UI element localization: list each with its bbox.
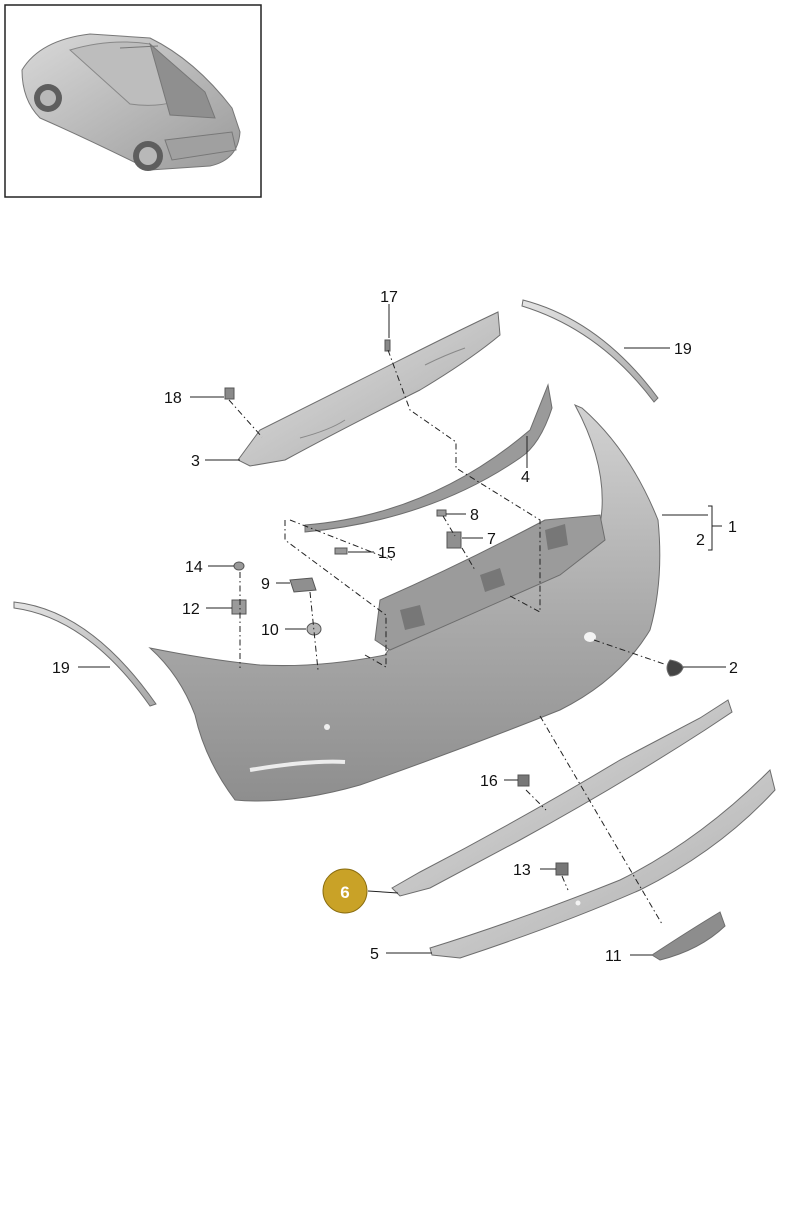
callout-17[interactable]: 17 [380,289,398,306]
callout-7[interactable]: 7 [487,531,496,548]
part-9-sensor [289,577,317,593]
callout-8[interactable]: 8 [470,507,479,524]
part-17-screw [384,339,391,352]
callout-9[interactable]: 9 [261,576,270,593]
callout-3[interactable]: 3 [191,453,200,470]
part-11-cover [651,911,726,961]
callout-6-highlight[interactable]: 6 [322,868,368,914]
callout-labels: 17 19 18 3 4 8 7 1 2 15 14 9 12 10 19 2 … [52,289,738,965]
leader-lines [78,304,726,956]
callout-4[interactable]: 4 [521,469,530,486]
callout-18[interactable]: 18 [164,390,182,407]
part-16-clip [517,774,530,787]
assembly-lines [228,349,665,925]
callout-2-right[interactable]: 2 [729,660,738,677]
callout-6[interactable]: 6 [340,883,349,902]
callout-10[interactable]: 10 [261,622,279,639]
car-illustration [21,33,241,171]
vehicle-thumbnail [4,4,262,198]
part-5-lower-diffuser [429,769,776,959]
part-19-right-trim [521,299,659,403]
part-3-upper-cover [237,311,501,467]
part-2-tow-hook-cover [666,659,684,677]
part-14-nut [233,561,245,571]
highlight-badge[interactable] [322,868,368,914]
part-13-clip [555,862,569,876]
callout-5[interactable]: 5 [370,946,379,963]
callout-13[interactable]: 13 [513,862,531,879]
callout-19-left[interactable]: 19 [52,660,70,677]
part-7-bracket [446,531,462,549]
callout-1[interactable]: 1 [728,519,737,536]
callout-16[interactable]: 16 [480,773,498,790]
part-8-screw [436,509,447,517]
part-6-diffuser-trim [391,699,733,897]
callout-12[interactable]: 12 [182,601,200,618]
part-18-clip [224,387,235,400]
part-19-left-trim [13,601,157,707]
part-4-spoiler-strip [304,383,553,533]
callout-2-top[interactable]: 2 [696,532,705,549]
part-12-holder [231,599,247,615]
part-15-bolt [334,547,348,555]
callout-11[interactable]: 11 [605,948,622,965]
callout-15[interactable]: 15 [378,545,396,562]
callout-14[interactable]: 14 [185,559,203,576]
callout-19-top[interactable]: 19 [674,341,692,358]
